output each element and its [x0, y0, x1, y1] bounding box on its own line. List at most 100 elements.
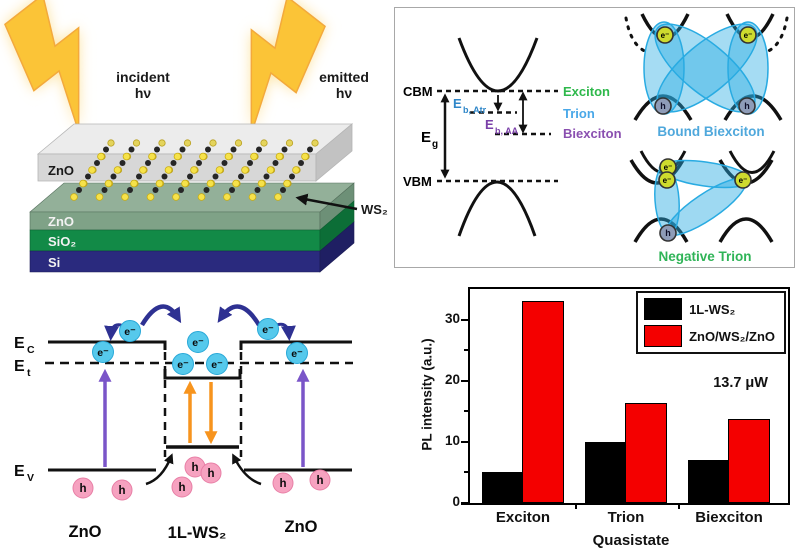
legend-swatch: [644, 298, 683, 320]
legend-item: 1L-WS₂: [644, 298, 775, 320]
chart-legend: 1L-WS₂ ZnO/WS₂/ZnO: [636, 291, 786, 354]
svg-text:E: E: [14, 463, 25, 480]
device-panel: incident hν emitted hν ZnO ZnO SiO₂ Si: [4, 0, 388, 273]
band-structure: [437, 37, 558, 237]
biexciton-label: Biexciton: [563, 126, 622, 141]
hole-particles: h: [659, 224, 677, 242]
x-axis-tick: [574, 503, 577, 509]
svg-text:h: h: [191, 462, 198, 474]
top-zno-label: ZnO: [48, 163, 74, 178]
y-axis-tick-label: 10: [444, 432, 460, 448]
zno-left-label: ZnO: [69, 523, 102, 541]
legend-swatch: [644, 325, 683, 347]
svg-text:E: E: [14, 358, 25, 375]
bound-biexciton-label: Bound Biexciton: [657, 124, 764, 139]
y-axis-minor-tick: [464, 349, 468, 352]
zno-layer-label: ZnO: [48, 214, 74, 229]
svg-text:h: h: [660, 101, 666, 111]
y-axis-tick-label: 0: [452, 494, 460, 509]
bar-biexciton-series0: [688, 460, 728, 503]
svg-text:h: h: [316, 475, 323, 487]
emitted-lightning-icon: [250, 0, 326, 134]
svg-text:e⁻: e⁻: [663, 176, 672, 185]
svg-text:e⁻: e⁻: [744, 31, 753, 40]
y-axis-tick: [461, 379, 468, 383]
svg-text:h: h: [279, 478, 286, 490]
ws2-atomic-layer: [70, 139, 319, 201]
x-category-label: Biexciton: [695, 509, 763, 526]
hole-particles: h h h h h h h: [72, 456, 331, 501]
x-category-label: Trion: [607, 509, 645, 526]
sio2-layer-label: SiO₂: [48, 234, 76, 249]
svg-text:e⁻: e⁻: [97, 347, 109, 359]
excitation-arrows: [98, 304, 310, 486]
legend-item: ZnO/WS₂/ZnO: [644, 325, 775, 347]
negative-trion-label: Negative Trion: [658, 249, 751, 264]
svg-text:e⁻: e⁻: [211, 359, 223, 371]
bar-biexciton-series1: [728, 418, 770, 503]
svg-text:e⁻: e⁻: [291, 348, 303, 360]
band-alignment-panel: e⁻ e⁻ e⁻ e⁻ e⁻ e⁻ e⁻ h h h h h: [14, 304, 353, 542]
substrate-stack: [29, 182, 355, 273]
legend-label: ZnO/WS₂/ZnO: [689, 328, 775, 344]
ws2-pointer-arrow: [295, 193, 358, 211]
y-axis-tick-label: 20: [444, 371, 460, 387]
bound-biexciton-diagram: e⁻ e⁻ h h Bound Biexciton: [624, 13, 789, 139]
svg-text:E: E: [14, 335, 25, 352]
emitted-label: emitted: [319, 69, 369, 85]
y-axis-tick: [461, 502, 468, 505]
eb-biexciton-label: E: [485, 117, 494, 132]
emitted-hv-label: hν: [336, 85, 353, 101]
x-axis-tick: [677, 503, 680, 509]
si-layer-label: Si: [48, 255, 60, 270]
svg-text:t: t: [27, 367, 31, 379]
svg-text:h: h: [665, 228, 671, 238]
svg-text:V: V: [27, 472, 34, 484]
y-axis-tick: [461, 318, 468, 322]
ws2-region-label: 1L-WS₂: [168, 524, 227, 542]
eb-trion-sub: b, Atr: [463, 105, 487, 115]
chart-ylabel: PL intensity (a.u.): [419, 338, 435, 451]
bar-exciton-series0: [482, 472, 522, 503]
svg-text:e⁻: e⁻: [661, 31, 670, 40]
chart-xlabel: Quasistate: [592, 532, 670, 549]
y-axis-minor-tick: [464, 471, 468, 474]
electron-particles: e⁻ e⁻ e⁻ e⁻ e⁻ e⁻ e⁻: [92, 318, 308, 375]
svg-text:h: h: [118, 485, 125, 497]
vbm-label: VBM: [403, 174, 432, 189]
region-labels: ZnO 1L-WS₂ ZnO: [69, 518, 318, 542]
cbm-label: CBM: [403, 84, 433, 99]
eb-trion-label: E: [453, 96, 462, 111]
svg-text:e⁻: e⁻: [739, 176, 748, 185]
svg-text:h: h: [207, 468, 214, 480]
quasiparticle-panel: CBM VBM E g E b, Atr E b, AA Exciton Tri…: [394, 7, 795, 268]
ws2-pointer-label: WS₂: [361, 202, 388, 217]
svg-text:e⁻: e⁻: [192, 337, 204, 349]
zno-right-label: ZnO: [285, 518, 318, 536]
pl-chart-panel: PL intensity (a.u.) 1L-WS₂ ZnO/WS₂/ZnO 1…: [400, 281, 799, 559]
eg-label: E: [421, 129, 431, 146]
exciton-label: Exciton: [563, 84, 610, 99]
legend-label: 1L-WS₂: [689, 301, 736, 317]
energy-levels: [45, 340, 353, 472]
bar-trion-series0: [585, 441, 625, 503]
incident-lightning-icon: [4, 0, 80, 132]
power-annotation: 13.7 μW: [713, 375, 768, 391]
hole-particles: h h: [654, 97, 756, 115]
bar-trion-series1: [625, 403, 667, 503]
bar-exciton-series1: [522, 301, 564, 503]
top-zno-slab: [36, 123, 354, 182]
quasiparticle-svg: CBM VBM E g E b, Atr E b, AA Exciton Tri…: [403, 13, 789, 264]
level-labels: E C E t E V: [14, 335, 35, 484]
x-category-label: Exciton: [495, 509, 551, 526]
svg-text:h: h: [178, 482, 185, 494]
y-axis-minor-tick: [464, 410, 468, 413]
incident-label: incident: [116, 69, 170, 85]
svg-text:e⁻: e⁻: [262, 324, 274, 336]
trion-label: Trion: [563, 106, 595, 121]
negative-trion-diagram: e⁻ e⁻ e⁻ h Negative Trion: [629, 150, 776, 264]
incident-hv-label: hν: [135, 85, 152, 101]
electron-particles: e⁻ e⁻ e⁻: [658, 158, 752, 189]
